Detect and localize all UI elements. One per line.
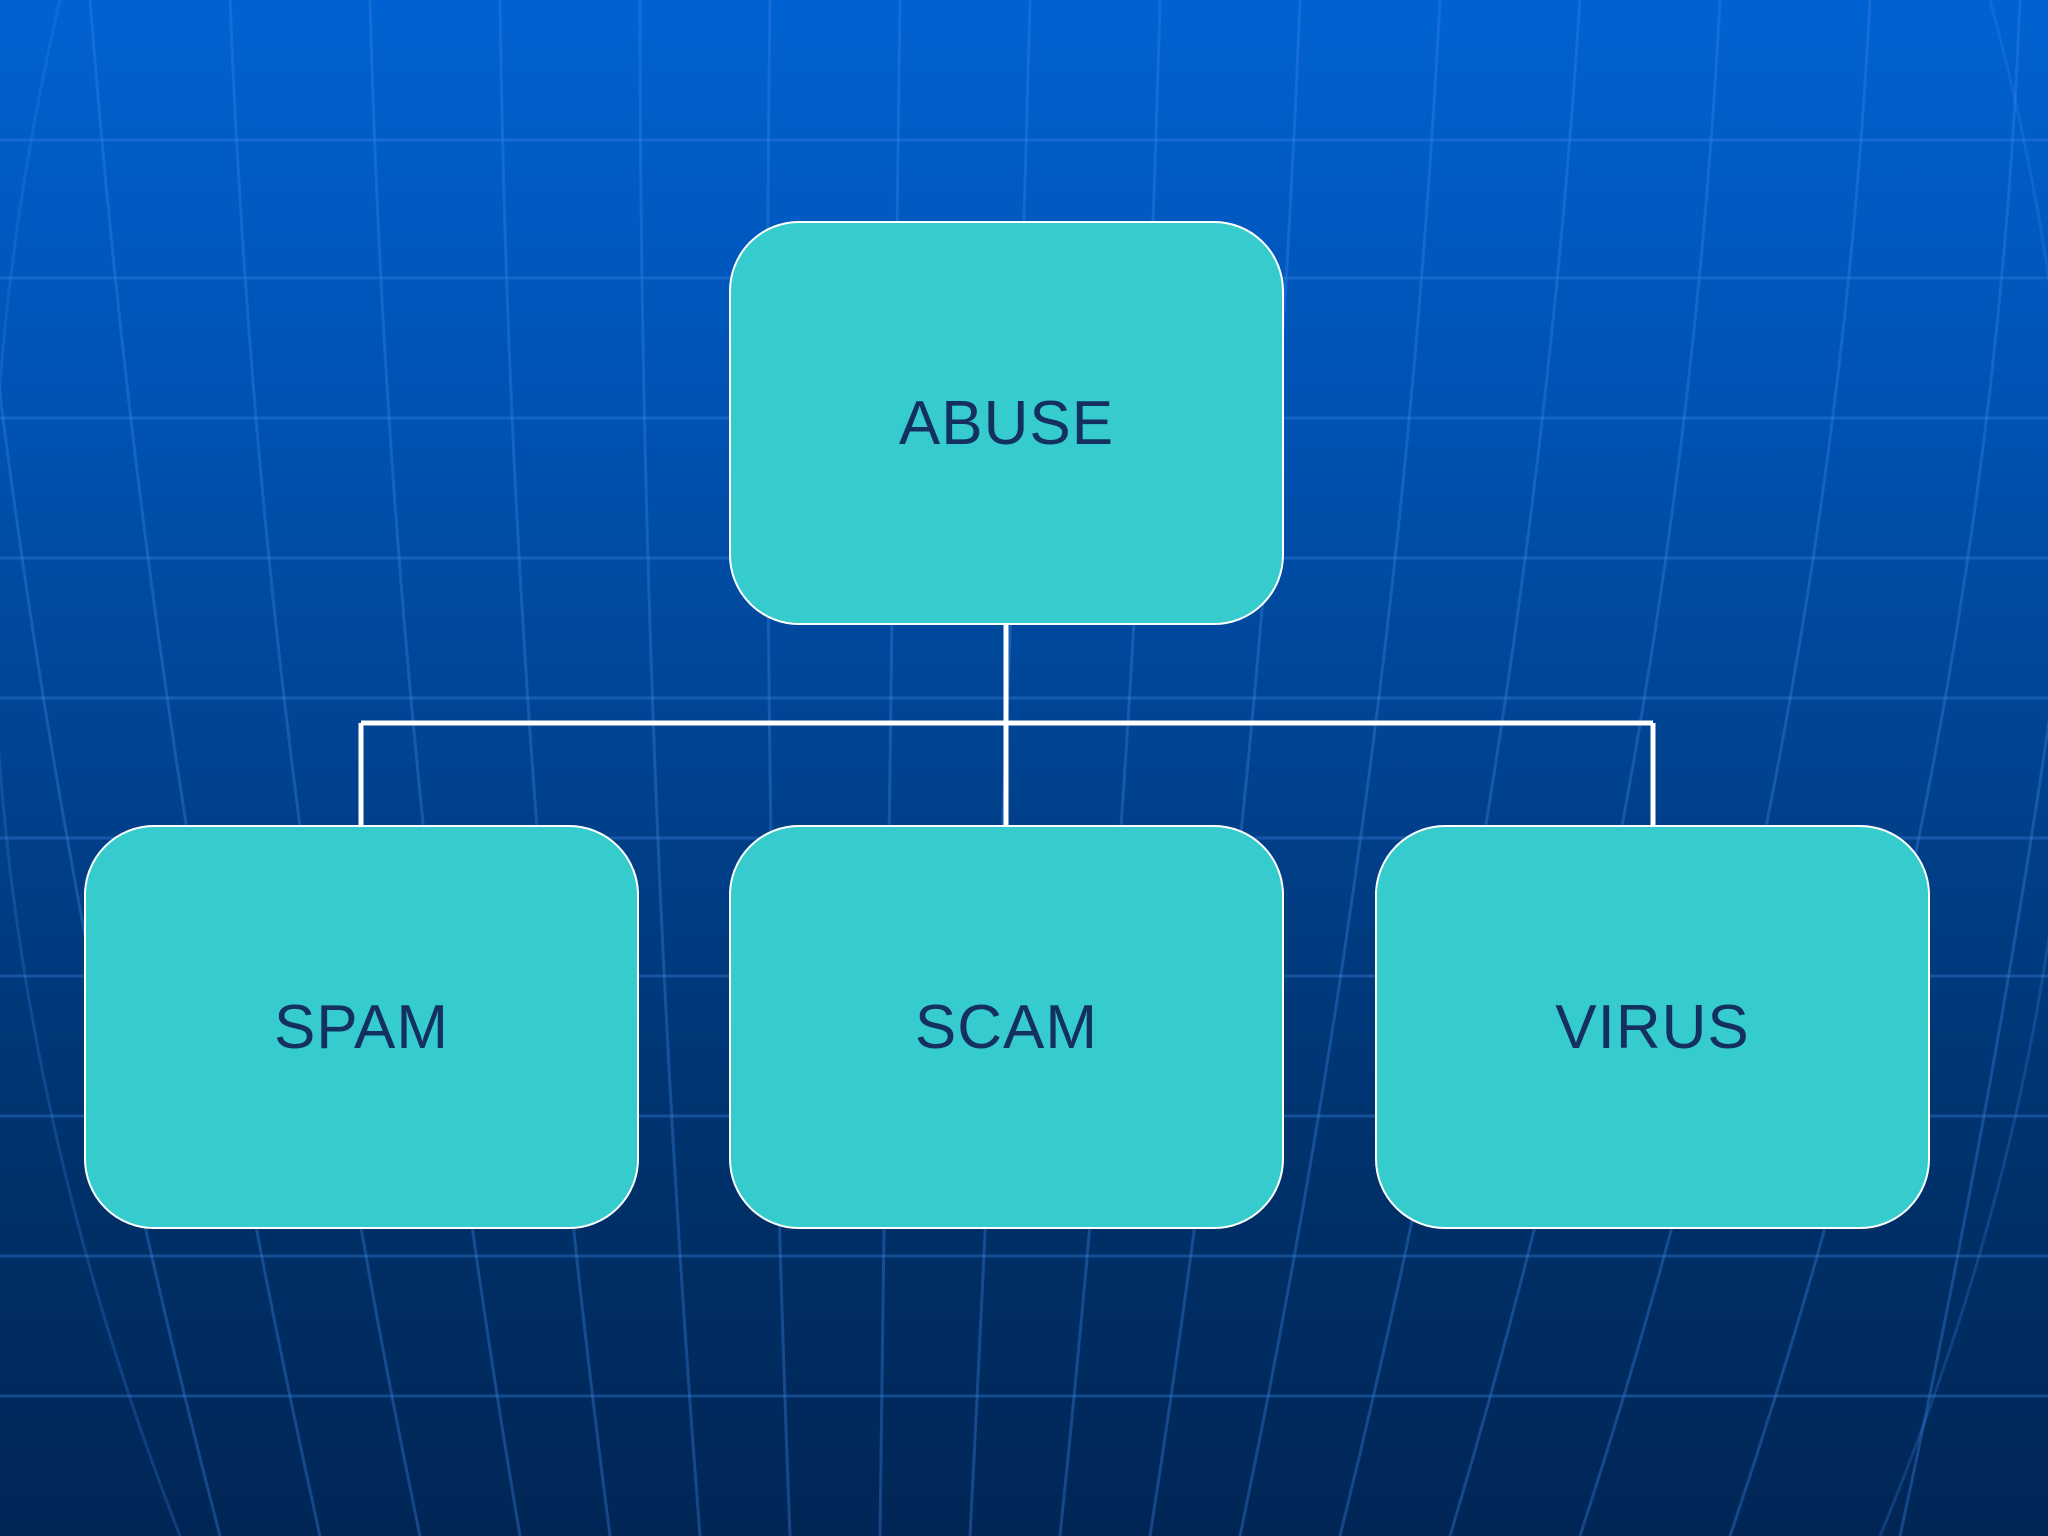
node-abuse-label: ABUSE (898, 388, 1115, 458)
node-virus-label: VIRUS (1555, 992, 1750, 1062)
node-spam-label: SPAM (273, 992, 450, 1062)
node-scam-label: SCAM (914, 992, 1099, 1062)
node-abuse: ABUSE (729, 221, 1284, 625)
node-virus: VIRUS (1375, 825, 1930, 1229)
node-scam: SCAM (729, 825, 1284, 1229)
node-spam: SPAM (84, 825, 639, 1229)
